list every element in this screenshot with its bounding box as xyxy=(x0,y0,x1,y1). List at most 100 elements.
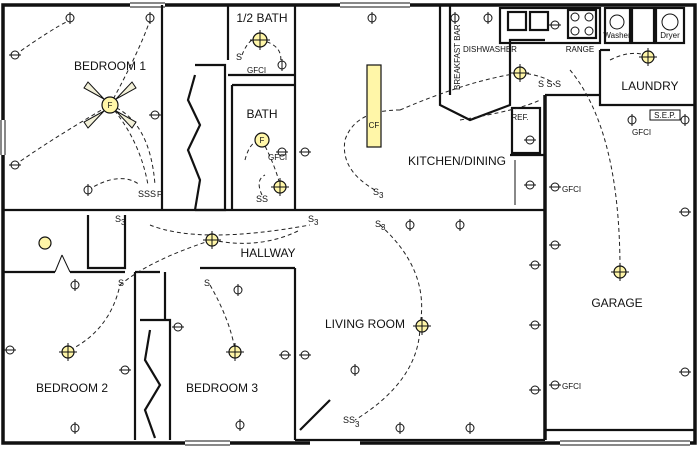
outlet xyxy=(524,135,536,145)
label-breakfast-bar: BREAKFAST BAR xyxy=(453,24,462,90)
gfci-labels: GFCI GFCI GFCI GFCI GFCI xyxy=(247,66,651,391)
outlet xyxy=(172,322,184,332)
outlet xyxy=(395,422,405,434)
gfci-label: GFCI xyxy=(562,185,581,194)
outlet xyxy=(149,110,161,120)
outlet xyxy=(235,419,245,431)
outlet xyxy=(277,59,287,71)
switch-half-bath: S xyxy=(236,52,242,62)
room-label-half-bath: 1/2 BATH xyxy=(236,11,287,25)
outlet xyxy=(276,147,288,157)
room-label-kitchen: KITCHEN/DINING xyxy=(408,154,506,168)
outlet xyxy=(367,12,377,24)
light-half-bath xyxy=(250,30,270,50)
switch-bedroom1-fan: F xyxy=(157,190,162,199)
outlet xyxy=(679,207,691,217)
interior-walls xyxy=(3,5,695,442)
room-label-laundry: LAUNDRY xyxy=(621,79,678,93)
outlet xyxy=(9,50,21,60)
room-label-living: LIVING ROOM xyxy=(325,317,405,331)
room-label-bedroom1: BEDROOM 1 xyxy=(74,59,146,73)
outlet xyxy=(529,385,541,395)
outlet xyxy=(483,12,493,24)
room-label-bedroom2: BEDROOM 2 xyxy=(36,381,108,395)
outlet xyxy=(549,20,561,30)
kitchen-cf-label: CF xyxy=(369,121,380,130)
switch-bedroom3: S xyxy=(204,278,210,288)
label-washer: Washer xyxy=(603,31,631,40)
switch-kitchen: S S S xyxy=(538,79,561,89)
outlet xyxy=(4,345,16,355)
switch-subscript: 3 xyxy=(314,218,319,227)
fan-light-bath: F xyxy=(254,132,270,148)
outlet xyxy=(549,182,561,192)
light-closet xyxy=(38,236,52,250)
switch-subscript: 3 xyxy=(381,223,386,232)
switch-hall-right: S xyxy=(308,214,314,224)
outlet xyxy=(529,260,541,270)
switch-subscript: 3 xyxy=(355,420,360,429)
outlet xyxy=(549,380,561,390)
label-panel: S.E.P. xyxy=(654,111,676,120)
outlet xyxy=(627,114,637,126)
outlet xyxy=(233,284,243,296)
outlet xyxy=(465,422,475,434)
switch-labels: SSS F S SS S S S S 3 S 3 S 3 S 3 S S SS … xyxy=(115,52,561,429)
outlet xyxy=(70,422,80,434)
outlet xyxy=(65,12,75,24)
outlet xyxy=(450,12,460,24)
label-dryer: Dryer xyxy=(660,31,680,40)
switch-bath: SS xyxy=(256,194,268,204)
label-dishwasher: DISHWASHER xyxy=(463,45,517,54)
switch-living: SS xyxy=(343,415,355,425)
outlet xyxy=(679,367,691,377)
outlet xyxy=(455,219,465,231)
fan-label: F xyxy=(108,101,113,110)
room-label-bedroom3: BEDROOM 3 xyxy=(186,381,258,395)
outlet xyxy=(299,147,311,157)
label-range: RANGE xyxy=(566,45,594,54)
outlet xyxy=(680,114,690,126)
light-bath-vanity xyxy=(271,178,289,196)
light-laundry xyxy=(639,48,657,66)
light-bedroom2 xyxy=(59,343,77,361)
switch-subscript: 3 xyxy=(121,218,126,227)
ceiling-fan-bedroom1: F xyxy=(83,81,137,129)
room-label-garage: GARAGE xyxy=(591,296,642,310)
gfci-label: GFCI xyxy=(562,382,581,391)
switch-hall-kitchen-s3: S xyxy=(375,219,381,229)
outlet xyxy=(549,240,561,250)
light-bedroom3 xyxy=(226,343,244,361)
outlet xyxy=(70,279,80,291)
outlet xyxy=(119,365,131,375)
switch-bedroom2: S xyxy=(118,278,124,288)
outlets xyxy=(4,12,691,434)
switch-kitchen-s3: S xyxy=(373,187,379,197)
switch-bedroom1: SSS xyxy=(138,189,156,199)
light-kitchen-bar: CF xyxy=(366,64,382,148)
outlet xyxy=(405,219,415,231)
outlet xyxy=(529,320,541,330)
outlet xyxy=(9,160,21,170)
room-label-hallway: HALLWAY xyxy=(240,246,295,260)
outlet xyxy=(145,12,155,24)
outlet xyxy=(299,350,311,360)
outlet xyxy=(83,184,93,196)
appliance-labels: DISHWASHER RANGE REF. Washer Dryer BREAK… xyxy=(453,24,681,122)
outlet xyxy=(350,364,360,376)
gfci-label: GFCI xyxy=(632,128,651,137)
light-fixtures: F F xyxy=(38,30,657,361)
bath-fan-label: F xyxy=(260,136,265,145)
gfci-label: GFCI xyxy=(268,153,287,162)
outlet xyxy=(524,180,536,190)
light-garage xyxy=(611,263,629,281)
room-label-bath: BATH xyxy=(246,107,277,121)
switch-subscript: 3 xyxy=(379,191,384,200)
light-living-room xyxy=(413,317,431,335)
light-kitchen xyxy=(511,64,529,82)
label-refrigerator: REF. xyxy=(511,113,528,122)
outlet xyxy=(279,350,291,360)
light-hallway xyxy=(203,231,221,249)
